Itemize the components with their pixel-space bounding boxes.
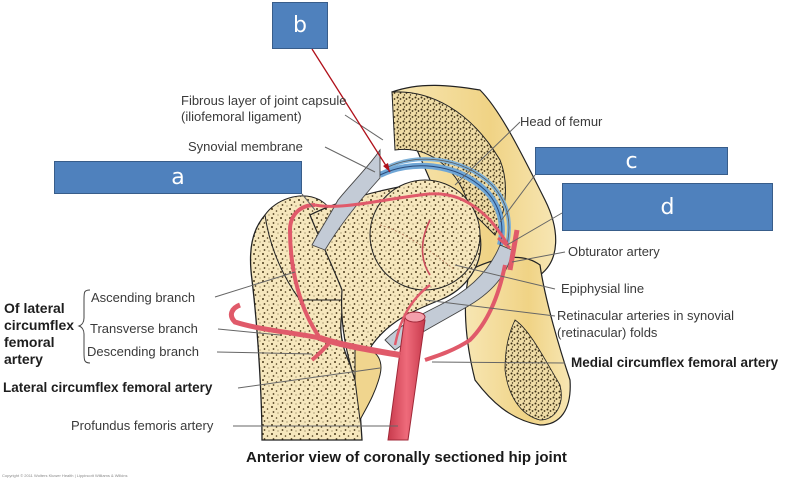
group-line-1: Of lateral: [4, 300, 65, 316]
label-retinacular-line2: (retinacular) folds: [557, 325, 658, 340]
label-epiphysial-line: Epiphysial line: [561, 281, 645, 296]
label-fibrous-layer-line2: (iliofemoral ligament): [181, 109, 302, 124]
leader-lines: [214, 114, 566, 427]
label-synovial-membrane: Synovial membrane: [188, 139, 303, 154]
obturator-artery: [507, 229, 520, 271]
group-line-3: femoral: [4, 334, 55, 350]
lesser-trochanter: [354, 348, 382, 422]
retinacular-artery-2: [393, 284, 431, 346]
answer-box-c[interactable]: c: [535, 147, 728, 175]
copyright-notice: Copyright © 2011 Wolters Kluwer Health |…: [2, 473, 128, 478]
ischial-spongy: [504, 319, 562, 421]
label-obturator-artery: Obturator artery: [568, 244, 660, 259]
group-line-2: circumflex: [4, 317, 75, 333]
answer-box-b[interactable]: b: [272, 2, 328, 49]
label-head-of-femur: Head of femur: [520, 114, 603, 129]
label-lateral-circumflex: Lateral circumflex femoral artery: [3, 380, 213, 395]
ascending-branch-artery: [287, 203, 322, 340]
medial-circumflex-artery: [424, 264, 507, 362]
transverse-branch-artery: [228, 302, 321, 341]
label-ascending-branch: Ascending branch: [91, 290, 196, 305]
lateral-circumflex-artery: [319, 335, 401, 358]
group-line-4: artery: [4, 351, 43, 367]
group-bracket: [77, 289, 91, 364]
retinacular-artery-1: [314, 192, 510, 246]
descending-branch-artery: [310, 340, 332, 362]
figure-caption: Anterior view of coronally sectioned hip…: [246, 449, 567, 466]
label-retinacular-line1: Retinacular arteries in synovial: [557, 308, 735, 323]
label-descending-branch: Descending branch: [87, 344, 200, 359]
label-group-lateral-circumflex: Of lateral circumflex femoral artery: [4, 300, 74, 368]
label-fibrous-layer-line1: Fibrous layer of joint capsule: [181, 93, 347, 108]
answer-box-a[interactable]: a: [54, 161, 302, 194]
label-profundus: Profundus femoris artery: [71, 418, 214, 433]
label-medial-circumflex: Medial circumflex femoral artery: [571, 355, 779, 370]
label-transverse-branch: Transverse branch: [90, 321, 198, 336]
answer-box-d[interactable]: d: [562, 183, 773, 231]
pointer-arrow-b: [311, 48, 391, 173]
